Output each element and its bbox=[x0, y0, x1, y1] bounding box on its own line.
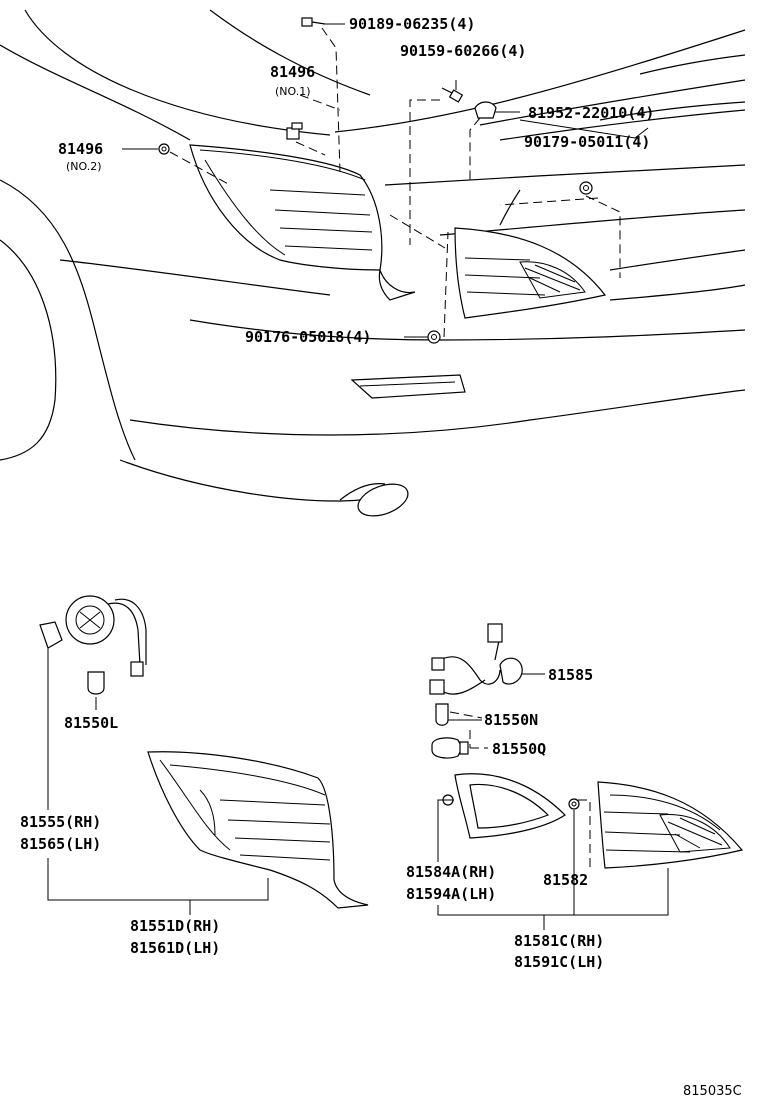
label-no1: (NO.1) bbox=[275, 85, 311, 98]
bolt-90189-icon bbox=[301, 17, 326, 27]
label-81551D-rh: 81551D(RH) bbox=[130, 917, 220, 935]
leader-lines-top bbox=[122, 23, 649, 338]
label-90179-05011: 90179-05011(4) bbox=[524, 133, 650, 151]
label-90159-60266: 90159-60266(4) bbox=[400, 42, 526, 60]
leader-lines-lower-left bbox=[47, 648, 269, 915]
nut-90176-icon bbox=[427, 330, 441, 344]
bulb-81550N-icon bbox=[435, 703, 449, 726]
socket-wire-81555-icon bbox=[39, 595, 147, 677]
label-81565-lh: 81565(LH) bbox=[20, 835, 101, 853]
label-81591C-lh: 81591C(LH) bbox=[514, 953, 604, 971]
label-81584A-rh: 81584A(RH) bbox=[406, 863, 496, 881]
label-81581C-rh: 81581C(RH) bbox=[514, 932, 604, 950]
label-81550Q: 81550Q bbox=[492, 740, 546, 758]
tail-lamp-inner-assembled bbox=[454, 227, 607, 319]
part-labels: 90189-06235(4) 90159-60266(4) 81496 (NO.… bbox=[20, 15, 742, 1099]
clip-81496-no1-icon bbox=[286, 122, 303, 140]
leader-lines-lower-right bbox=[437, 673, 669, 930]
car-body-outline bbox=[0, 9, 746, 517]
label-81496-no2: 81496 bbox=[58, 140, 103, 158]
nut-90179-icon bbox=[579, 181, 593, 195]
bulb-81550Q-icon bbox=[431, 737, 469, 759]
socket-81952-icon bbox=[474, 101, 497, 119]
label-90189-06235: 90189-06235(4) bbox=[349, 15, 475, 33]
gasket-81584A-icon bbox=[442, 773, 566, 839]
bulb-81550L-icon bbox=[87, 671, 105, 695]
tail-lamp-outer-assembled bbox=[189, 144, 416, 301]
nut-81582-icon bbox=[568, 798, 580, 810]
clip-81496-no2-icon bbox=[158, 143, 170, 155]
label-81952-22010: 81952-22010(4) bbox=[528, 104, 654, 122]
wire-harness-81585-icon bbox=[429, 623, 523, 695]
label-81594A-lh: 81594A(LH) bbox=[406, 885, 496, 903]
screw-90159-icon bbox=[441, 87, 464, 103]
tail-lamp-81551D bbox=[147, 751, 369, 909]
label-81561D-lh: 81561D(LH) bbox=[130, 939, 220, 957]
label-81555-rh: 81555(RH) bbox=[20, 813, 101, 831]
label-81550N: 81550N bbox=[484, 711, 538, 729]
tail-lamp-81581C bbox=[597, 781, 744, 869]
label-81582: 81582 bbox=[543, 871, 588, 889]
diagram-reference-code: 815035C bbox=[683, 1084, 742, 1099]
label-81550L: 81550L bbox=[64, 714, 118, 732]
label-81585: 81585 bbox=[548, 666, 593, 684]
label-90176-05018: 90176-05018(4) bbox=[245, 328, 371, 346]
label-81496-no1: 81496 bbox=[270, 63, 315, 81]
label-no2: (NO.2) bbox=[66, 160, 102, 173]
